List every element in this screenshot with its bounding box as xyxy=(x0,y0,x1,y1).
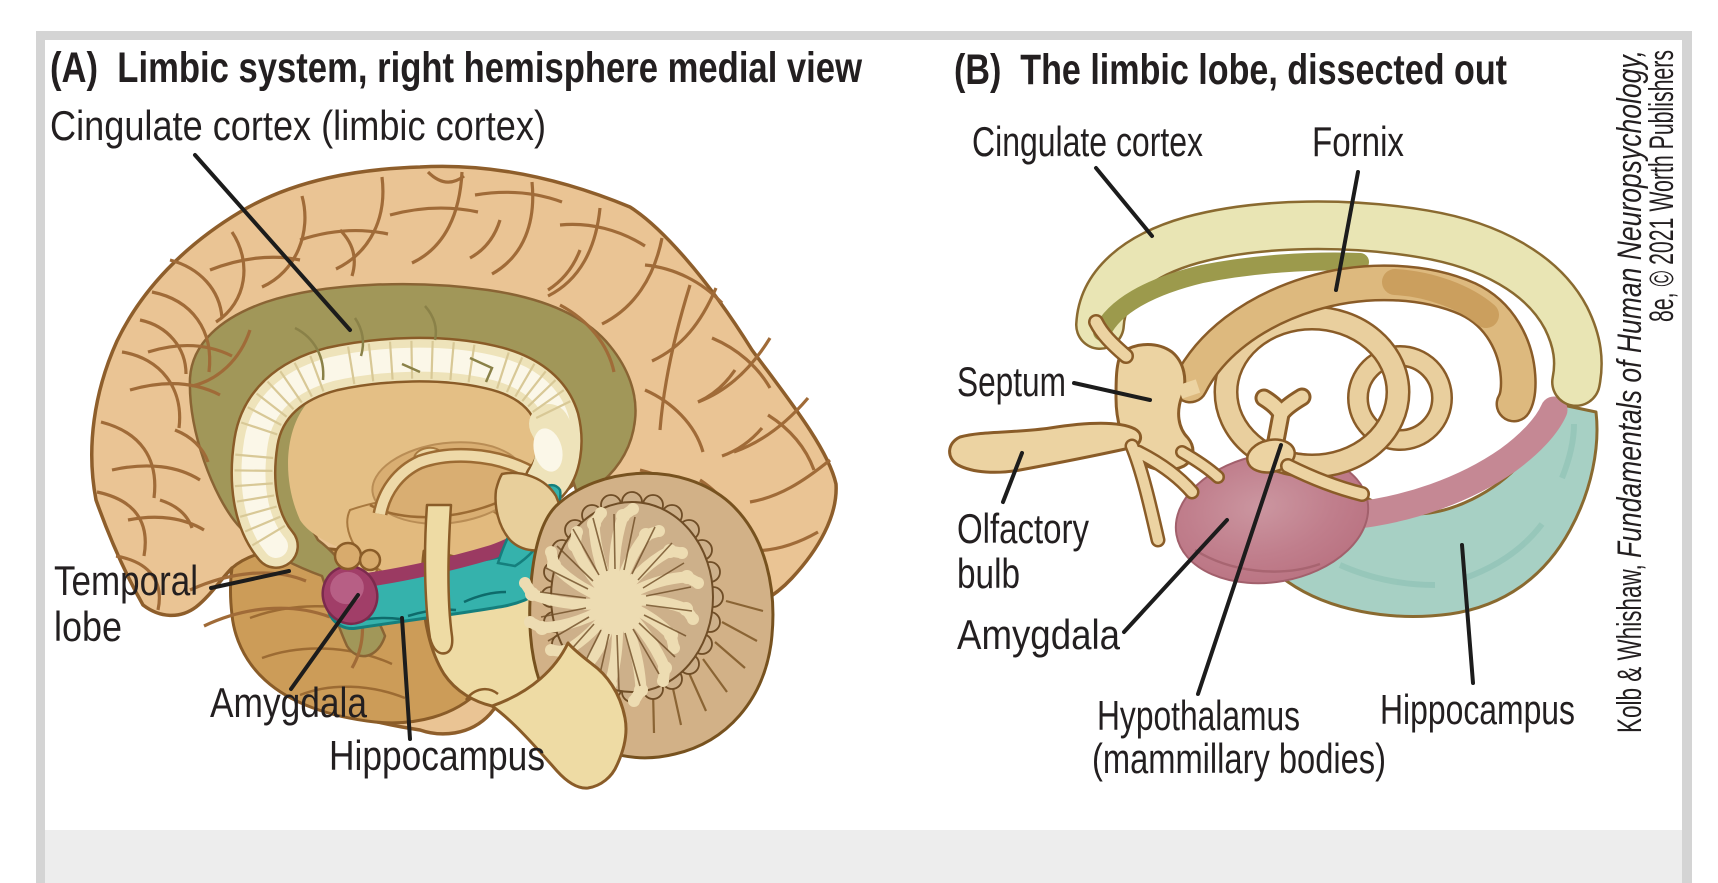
svg-text:Septum: Septum xyxy=(957,358,1066,405)
svg-text:Hippocampus: Hippocampus xyxy=(329,732,545,779)
svg-text:Temporal: Temporal xyxy=(54,557,198,604)
svg-text:Amygdala: Amygdala xyxy=(957,611,1121,658)
svg-text:Olfactory: Olfactory xyxy=(957,505,1089,552)
svg-text:bulb: bulb xyxy=(957,550,1020,597)
svg-text:Hippocampus: Hippocampus xyxy=(1380,686,1575,733)
svg-text:8e, © 2021 Worth Publishers: 8e, © 2021 Worth Publishers xyxy=(1643,50,1681,322)
svg-text:(A) Limbic system, right hemi: (A) Limbic system, right hemisphere medi… xyxy=(50,44,862,92)
svg-text:(mammillary bodies): (mammillary bodies) xyxy=(1092,735,1386,782)
svg-text:Cingulate cortex (limbic corte: Cingulate cortex (limbic cortex) xyxy=(50,102,546,149)
svg-text:(B) The limbic lobe, dissecte: (B) The limbic lobe, dissected out xyxy=(954,46,1507,94)
svg-text:lobe: lobe xyxy=(54,603,122,650)
svg-text:Fundamentals of Human Neuropsy: Fundamentals of Human Neuropsychology, xyxy=(1611,50,1649,558)
svg-text:Amygdala: Amygdala xyxy=(210,679,368,726)
svg-text:Hypothalamus: Hypothalamus xyxy=(1097,692,1300,739)
svg-text:Fornix: Fornix xyxy=(1312,118,1404,165)
svg-text:Kolb & Whishaw,: Kolb & Whishaw, xyxy=(1611,558,1649,733)
svg-text:Cingulate cortex: Cingulate cortex xyxy=(972,118,1203,165)
